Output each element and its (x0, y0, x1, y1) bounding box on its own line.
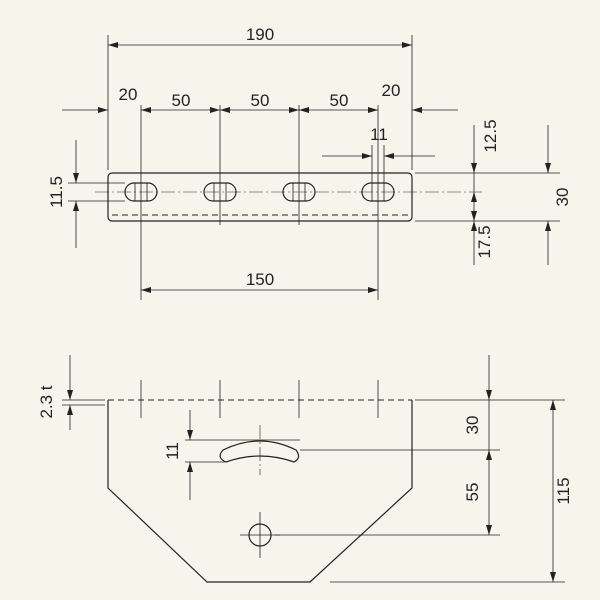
dim-pitch-1: 50 (172, 91, 191, 110)
dim-overall-height: 115 (554, 477, 573, 504)
slot-4 (361, 182, 395, 202)
dim-pitch-2: 50 (251, 91, 270, 110)
top-plate-outline (107, 172, 413, 222)
dim-slot-height: 11.5 (47, 176, 66, 208)
dim-edge-top: 12.5 (481, 119, 500, 152)
dim-slot-width: 11 (370, 125, 388, 144)
dim-thickness: 2.3 t (37, 385, 56, 418)
dim-slot-offset: 30 (463, 416, 482, 435)
dim-hole-span: 150 (246, 270, 274, 289)
dim-pitch-3: 50 (330, 91, 349, 110)
slot-3 (282, 182, 316, 202)
slot-2 (203, 182, 237, 202)
slot-1 (124, 182, 158, 202)
curved-slot (219, 440, 300, 463)
dim-flange-depth: 30 (553, 188, 572, 207)
front-view: 2.3 t 11 30 55 115 (37, 355, 573, 583)
dim-hole-offset: 55 (463, 483, 482, 502)
dim-edge-right: 20 (382, 81, 401, 100)
front-plate-outline (107, 400, 413, 583)
top-view: 190 20 50 50 50 20 11 150 11.5 12. (47, 25, 572, 300)
dim-edge-left: 20 (119, 85, 138, 104)
dim-overall-width: 190 (246, 25, 274, 44)
dim-edge-bottom: 17.5 (475, 225, 494, 258)
dim-front-slot-width: 11 (163, 442, 182, 460)
